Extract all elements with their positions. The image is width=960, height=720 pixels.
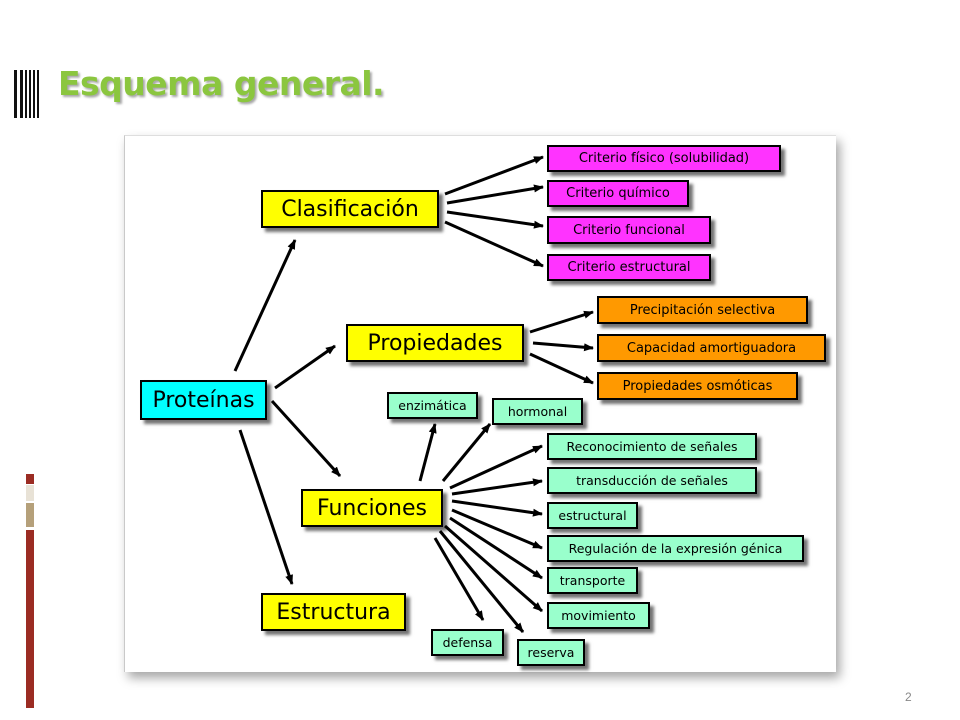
arrow-func-defensa bbox=[433, 537, 485, 621]
arrow-clas-1 bbox=[444, 155, 544, 196]
node-enzimatica: enzimática bbox=[387, 392, 478, 419]
slide-title: Esquema general. bbox=[58, 64, 385, 103]
node-clasificacion: Clasificación bbox=[261, 190, 439, 228]
arrow-func-regulacion bbox=[451, 508, 543, 550]
accent-bar-top bbox=[26, 474, 34, 484]
node-reserva: reserva bbox=[517, 639, 585, 666]
arrow-func-estructural bbox=[451, 499, 543, 517]
node-regulacion: Regulación de la expresión génica bbox=[547, 535, 804, 562]
node-estructural: estructural bbox=[547, 502, 638, 529]
arrow-root-funciones bbox=[270, 399, 342, 478]
accent-bar-tan bbox=[26, 503, 34, 527]
title-decoration-icon bbox=[14, 70, 39, 118]
node-propiedades: Propiedades bbox=[346, 324, 524, 362]
node-criterio-funcional: Criterio funcional bbox=[547, 216, 711, 244]
arrow-clas-3 bbox=[446, 210, 544, 229]
node-criterio-quimico: Criterio químico bbox=[547, 180, 689, 207]
connector-arrows bbox=[233, 155, 594, 633]
accent-bar-light bbox=[26, 485, 34, 501]
node-precipitacion: Precipitación selectiva bbox=[597, 296, 808, 324]
accent-bar-bottom bbox=[26, 530, 34, 708]
arrow-func-reconocimiento bbox=[449, 444, 543, 490]
arrow-clas-4 bbox=[444, 220, 544, 268]
arrow-clas-2 bbox=[446, 184, 544, 205]
arrow-func-transduccion bbox=[451, 478, 543, 496]
node-criterio-fisico: Criterio físico (solubilidad) bbox=[547, 145, 781, 172]
arrow-root-clasificacion bbox=[233, 239, 297, 372]
node-capacidad: Capacidad amortiguadora bbox=[597, 334, 826, 362]
arrow-prop-3 bbox=[529, 352, 594, 385]
node-transduccion: transducción de señales bbox=[547, 467, 757, 494]
node-defensa: defensa bbox=[431, 629, 504, 656]
node-movimiento: movimiento bbox=[547, 602, 650, 629]
arrow-prop-1 bbox=[529, 310, 594, 334]
node-hormonal: hormonal bbox=[492, 398, 583, 425]
arrow-func-transporte bbox=[449, 516, 543, 580]
node-proteinas: Proteínas bbox=[140, 380, 267, 420]
arrow-func-movimiento bbox=[444, 524, 543, 613]
arrow-func-hormonal bbox=[441, 423, 492, 482]
arrow-prop-2 bbox=[532, 341, 594, 352]
concept-map: Proteínas Clasificación Propiedades Func… bbox=[124, 135, 836, 672]
page-number: 2 bbox=[905, 690, 912, 704]
node-estructura: Estructura bbox=[261, 593, 406, 631]
arrow-func-reserva bbox=[438, 530, 525, 633]
node-funciones: Funciones bbox=[301, 489, 443, 527]
node-osmoticas: Propiedades osmóticas bbox=[597, 372, 798, 400]
arrow-func-enzimatica bbox=[418, 423, 437, 482]
node-transporte: transporte bbox=[547, 567, 638, 594]
arrow-root-propiedades bbox=[274, 344, 336, 390]
node-reconocimiento: Reconocimiento de señales bbox=[547, 433, 757, 460]
node-criterio-estructural: Criterio estructural bbox=[547, 254, 711, 281]
arrow-root-estructura bbox=[238, 429, 294, 585]
